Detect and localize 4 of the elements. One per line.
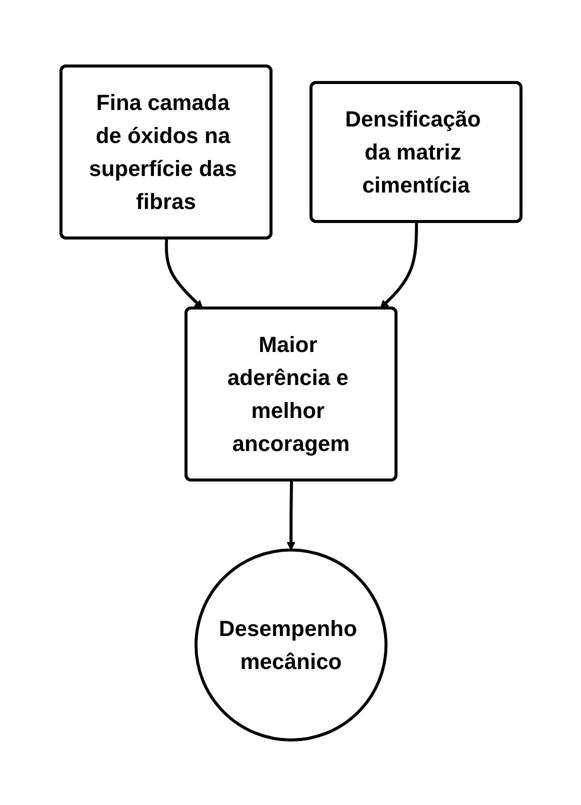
- node-circle: Desempenho mecânico: [194, 548, 387, 741]
- arrow: [379, 221, 418, 308]
- arrow: [286, 480, 295, 550]
- arrow: [164, 238, 203, 308]
